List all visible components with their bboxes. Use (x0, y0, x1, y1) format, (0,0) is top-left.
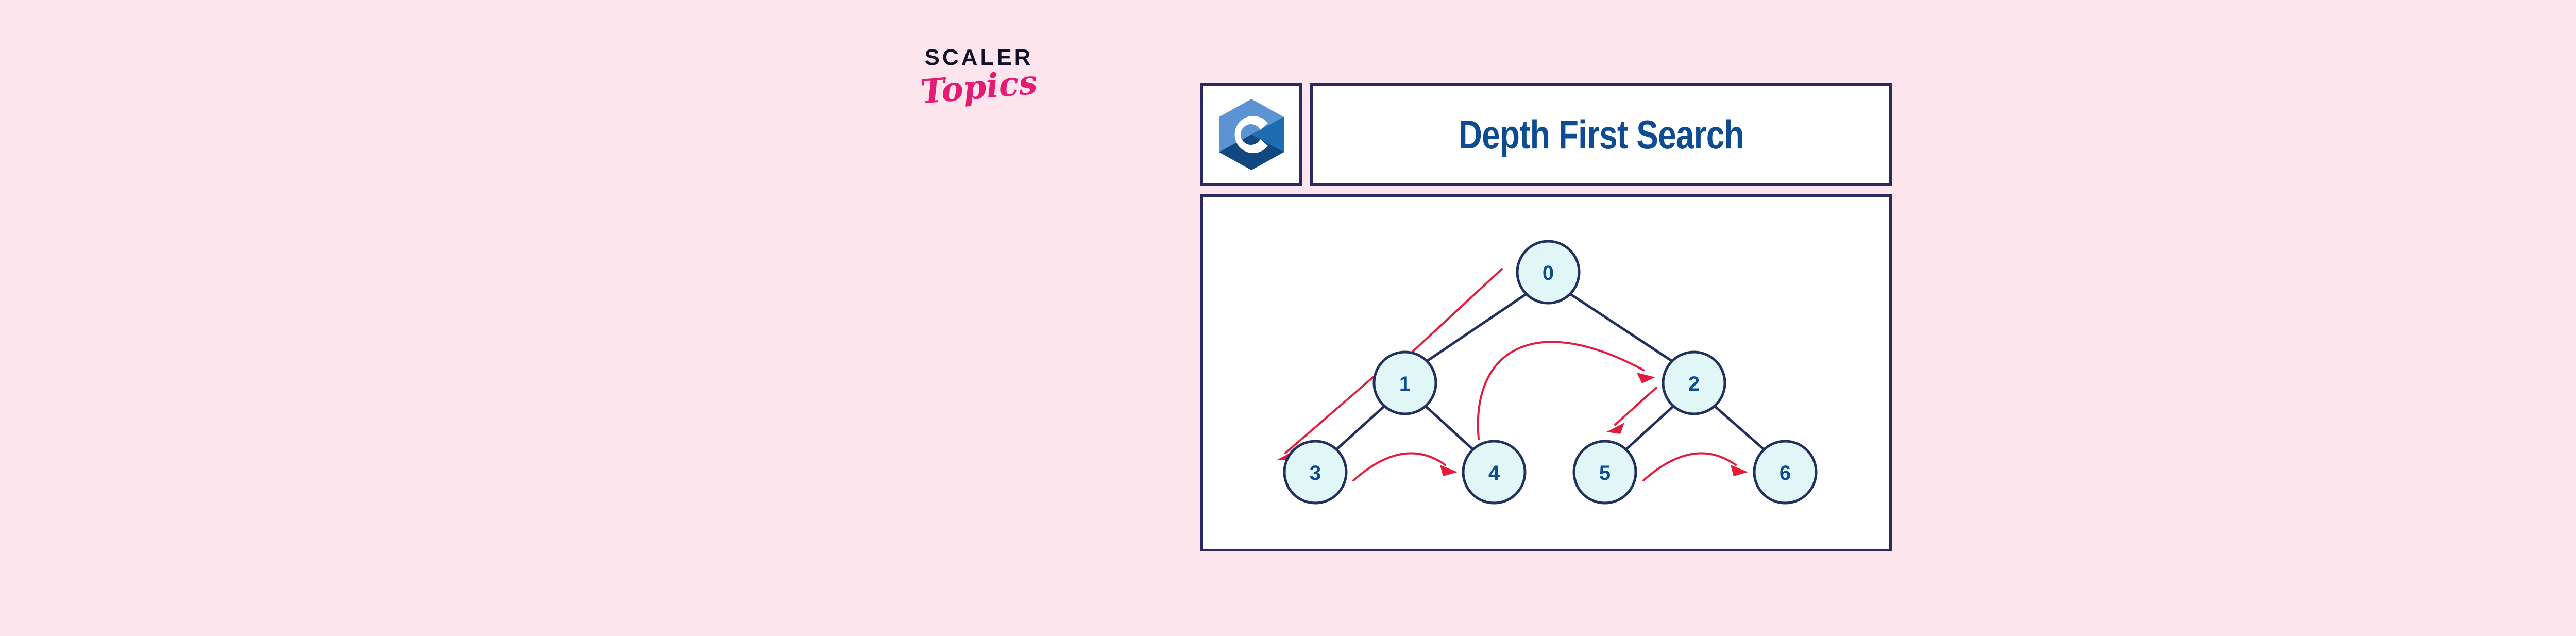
edge-0-1 (1425, 292, 1528, 363)
tree-node-5-label: 5 (1599, 462, 1611, 484)
title-panel: Depth First Search (1310, 83, 1892, 186)
tree-node-0[interactable]: 0 (1516, 240, 1581, 305)
tree-node-3-label: 3 (1310, 462, 1321, 484)
c-language-logo-icon (1218, 99, 1284, 170)
logo-panel (1200, 83, 1302, 186)
tree-node-6[interactable]: 6 (1753, 440, 1818, 505)
edge-1-3 (1334, 405, 1386, 451)
brand-wordmark-topics: Topics (919, 63, 1039, 112)
tree-node-3[interactable]: 3 (1283, 440, 1348, 505)
tree-node-1-label: 1 (1399, 373, 1411, 395)
dfs-arrow-5-to-6 (1642, 452, 1748, 481)
dfs-arrow-3-to-4 (1352, 452, 1458, 481)
page-title: Depth First Search (1458, 111, 1744, 157)
tree-node-1[interactable]: 1 (1372, 350, 1437, 415)
edge-2-5 (1624, 405, 1675, 451)
tree-node-4[interactable]: 4 (1462, 440, 1527, 505)
edge-1-4 (1424, 405, 1475, 451)
tree-node-2[interactable]: 2 (1662, 350, 1726, 415)
dfs-arrow-2-to-5 (1606, 387, 1657, 434)
diagram-panel: 0 1 2 3 4 (1200, 194, 1892, 551)
figure-header: Depth First Search (1200, 83, 1892, 186)
tree-nodes: 0 1 2 3 4 (1283, 240, 1818, 505)
tree-node-6-label: 6 (1780, 462, 1791, 484)
edge-0-2 (1568, 292, 1674, 363)
edge-2-6 (1713, 405, 1766, 451)
tree-edges (1334, 292, 1766, 451)
dfs-arrow-4-to-2 (1477, 341, 1655, 440)
tree-node-0-label: 0 (1543, 262, 1554, 284)
tree-node-4-label: 4 (1488, 462, 1500, 484)
tree-node-2-label: 2 (1688, 373, 1700, 395)
scaler-topics-logo: SCALER Topics (896, 46, 1061, 124)
brand-wordmark-scaler: SCALER (924, 45, 1033, 70)
tree-node-5[interactable]: 5 (1572, 440, 1637, 505)
dfs-tree-diagram: 0 1 2 3 4 (1277, 240, 1818, 505)
figure-container: Depth First Search (1200, 83, 1892, 551)
